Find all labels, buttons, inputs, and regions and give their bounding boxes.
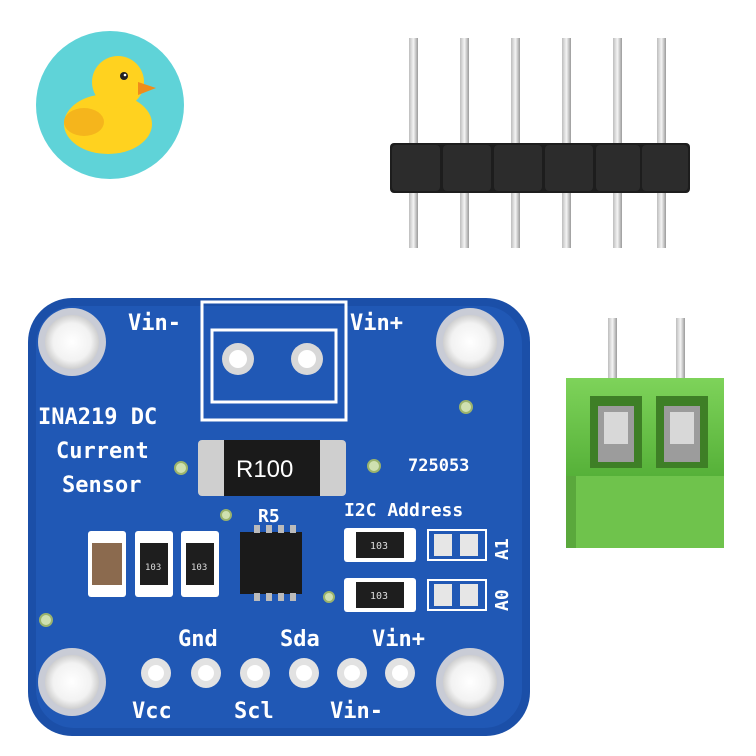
shunt-resistor [198,440,346,496]
board-title-line1: INA219 DC [38,405,157,430]
jumper-a0 [427,579,487,611]
addr-a1-label: A1 [492,538,513,560]
shunt-value-label: R100 [236,456,293,483]
smd-capacitor [88,531,126,597]
terminal-screw-left [590,396,642,468]
label-terminal-vin-plus: Vin+ [350,311,403,336]
pin-label-vin-plus: Vin+ [372,627,425,652]
i2c-resistor-a0 [344,578,416,612]
i2c-resistor-a1 [344,528,416,562]
ina219-pcb: Vin- Vin+ INA219 DC Current Sensor R100 … [28,298,530,736]
pin-label-vcc: Vcc [132,699,172,724]
resistor-code-1: 103 [145,563,161,573]
i2c-address-label: I2C Address [344,500,463,521]
resistor-code-2: 103 [191,563,207,573]
vias [39,400,473,627]
terminal-silkscreen-outline [200,300,348,422]
screw-terminal-block [566,318,724,548]
label-terminal-vin-minus: Vin- [128,311,181,336]
mounting-holes [38,308,504,716]
pin-label-gnd: Gnd [178,627,218,652]
smd-resistor-2 [181,531,219,597]
pin-label-scl: Scl [234,699,274,724]
smd-resistor-1 [135,531,173,597]
pin-header [390,38,690,248]
duck-logo [36,31,184,179]
lot-number: 725053 [408,456,469,476]
rubber-duck-icon [64,56,156,154]
terminal-screw-right [656,396,708,468]
header-pads [141,658,415,688]
board-title-line3: Sensor [62,473,141,498]
shunt-ref-label: R5 [258,506,280,527]
board-title-line2: Current [56,439,149,464]
ina219-chip [240,525,302,601]
pin-label-vin-minus: Vin- [330,699,383,724]
addr-a0-label: A0 [492,589,513,611]
resistor-code-a0: 103 [370,591,388,602]
terminal-pads [222,343,323,375]
jumper-a1 [427,529,487,561]
pin-label-sda: Sda [280,627,320,652]
header-plastic-body [390,143,690,193]
resistor-code-a1: 103 [370,541,388,552]
